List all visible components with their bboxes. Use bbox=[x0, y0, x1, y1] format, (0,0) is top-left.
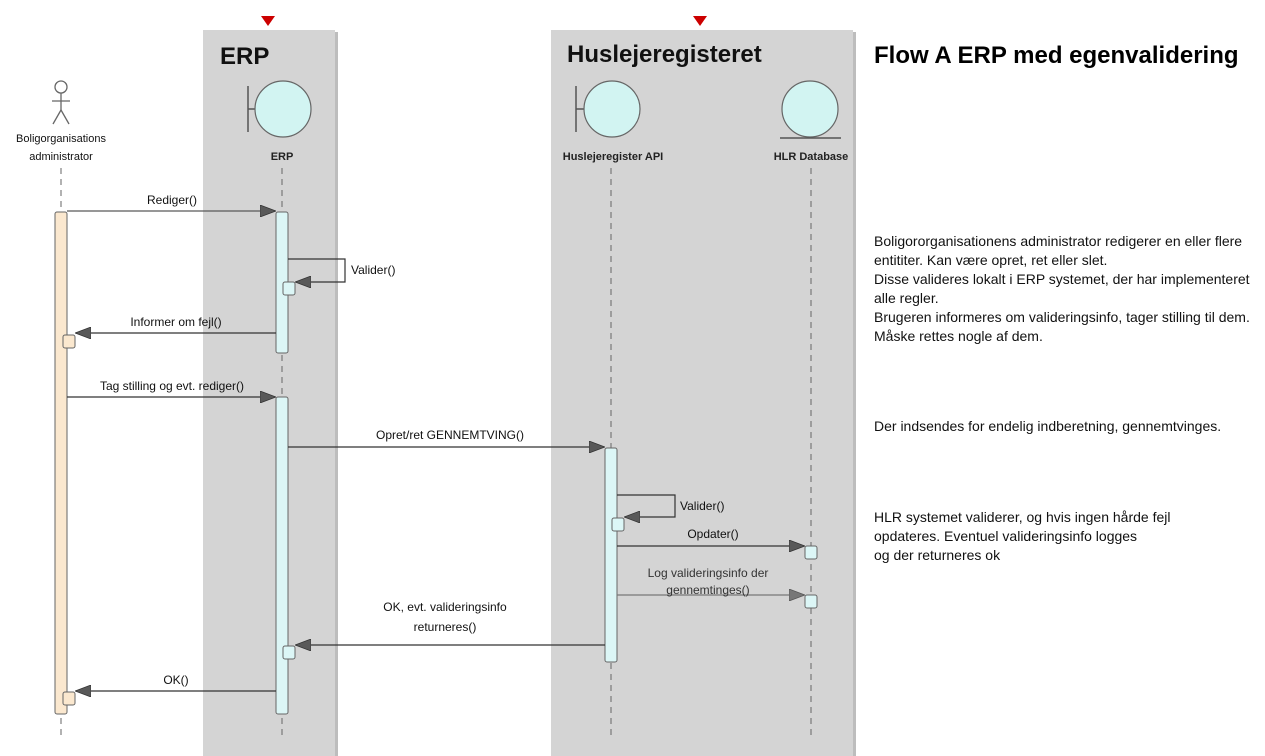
message-opdater: Opdater() bbox=[617, 527, 804, 546]
message-opret-ret-label: Opret/ret GENNEMTVING() bbox=[376, 428, 524, 442]
description-line: Brugeren informeres om valideringsinfo, … bbox=[874, 309, 1250, 325]
description-line: HLR systemet validerer, og hvis ingen hå… bbox=[874, 509, 1171, 525]
message-ok-returneres: OK, evt. valideringsinfo returneres() bbox=[296, 600, 605, 645]
message-log: Log valideringsinfo der gennemtinges() bbox=[617, 566, 804, 597]
message-valider-erp-label: Valider() bbox=[351, 263, 395, 277]
actor-label-line2: administrator bbox=[29, 151, 93, 163]
message-ok-label: OK() bbox=[163, 673, 188, 687]
lane-hlr: Huslejeregisteret bbox=[551, 30, 856, 756]
lane-hlr-marker-icon bbox=[693, 16, 707, 26]
message-opret-ret: Opret/ret GENNEMTVING() bbox=[288, 428, 604, 447]
lane-erp-title: ERP bbox=[220, 43, 269, 70]
message-rediger-label: Rediger() bbox=[147, 193, 197, 207]
message-ok-returneres-label-line1: OK, evt. valideringsinfo bbox=[383, 600, 507, 614]
api-boundary-icon bbox=[575, 80, 641, 138]
message-ok-returneres-label-line2: returneres() bbox=[414, 620, 477, 634]
description-line: og der returneres ok bbox=[874, 547, 1001, 563]
db-participant-label: HLR Database bbox=[774, 151, 849, 163]
description-line: Der indsendes for endelig indberetning, … bbox=[874, 418, 1222, 434]
message-opdater-label: Opdater() bbox=[687, 527, 738, 541]
api-participant-label: Huslejeregister API bbox=[563, 151, 663, 163]
description-line: Boligororganisationens administrator red… bbox=[874, 233, 1243, 268]
lane-erp-marker-icon bbox=[261, 16, 275, 26]
actor-stick-figure-icon bbox=[52, 80, 70, 125]
lane-erp: ERP bbox=[203, 30, 338, 756]
description-line: opdateres. Eventuel valideringsinfo logg… bbox=[874, 528, 1138, 544]
description-line: Måske rettes nogle af dem. bbox=[874, 328, 1043, 344]
message-informer-label: Informer om fejl() bbox=[130, 315, 221, 329]
message-tag-stilling-label: Tag stilling og evt. rediger() bbox=[100, 379, 244, 393]
message-tag-stilling: Tag stilling og evt. rediger() bbox=[67, 379, 275, 397]
message-informer: Informer om fejl() bbox=[76, 315, 276, 333]
description-block-3: HLR systemet validerer, og hvis ingen hå… bbox=[874, 508, 1259, 565]
message-rediger: Rediger() bbox=[67, 193, 275, 211]
description-block-2: Der indsendes for endelig indberetning, … bbox=[874, 417, 1259, 436]
page-title: Flow A ERP med egenvalidering bbox=[874, 42, 1239, 69]
activation-bars bbox=[54, 211, 818, 715]
actor-label-line1: Boligorganisations bbox=[16, 133, 106, 145]
message-valider-api: Valider() bbox=[617, 494, 724, 517]
erp-participant-label: ERP bbox=[271, 151, 294, 163]
message-valider-erp: Valider() bbox=[288, 258, 395, 282]
message-valider-api-label: Valider() bbox=[680, 499, 724, 513]
database-entity-icon bbox=[780, 80, 841, 139]
erp-boundary-icon bbox=[247, 80, 312, 138]
lane-hlr-title: Huslejeregisteret bbox=[567, 41, 762, 68]
description-line: Disse valideres lokalt i ERP systemet, d… bbox=[874, 271, 1250, 306]
message-log-label-line2: gennemtinges() bbox=[666, 583, 749, 597]
message-ok: OK() bbox=[76, 673, 276, 691]
description-block-1: Boligororganisationens administrator red… bbox=[874, 232, 1259, 346]
message-log-label-line1: Log valideringsinfo der bbox=[648, 566, 769, 580]
